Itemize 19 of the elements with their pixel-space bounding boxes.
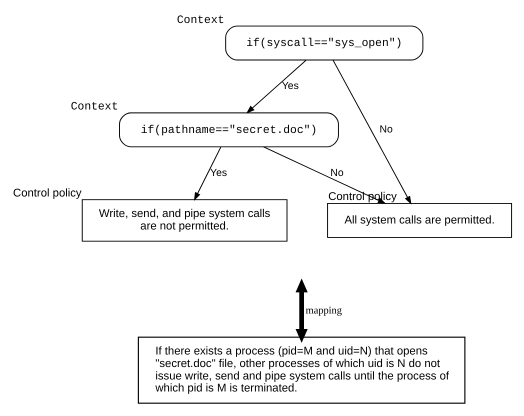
node-label: Context: [70, 101, 118, 114]
edge-label: Yes: [210, 167, 228, 178]
node-box: All system calls are permitted.: [327, 202, 512, 238]
node-label: Control policy: [328, 190, 397, 203]
arrow: [296, 278, 308, 342]
node-label: Context: [176, 14, 224, 26]
arrow: [263, 146, 386, 204]
node-box: Write, send, and pipe system calls are not permitted.: [82, 198, 288, 242]
node-box: if(syscall=="sys_open"): [225, 25, 424, 60]
edge-label: Yes: [282, 80, 299, 92]
arrow: [246, 59, 306, 114]
node-box: If there exists a process (pid=M and uid=N) that opens "secret.doc" file, other processes of which uid is N do not issue write, send and pipe system calls until the process of which pid is M is terminated.: [138, 336, 466, 404]
edge-label: mapping: [306, 304, 342, 316]
edge-label: No: [379, 124, 393, 135]
node-label: Control policy: [13, 186, 82, 199]
edge-label: No: [330, 167, 344, 178]
arrow: [332, 59, 412, 204]
arrow: [194, 146, 222, 200]
node-box: if(pathname=="secret.doc"): [119, 112, 339, 147]
